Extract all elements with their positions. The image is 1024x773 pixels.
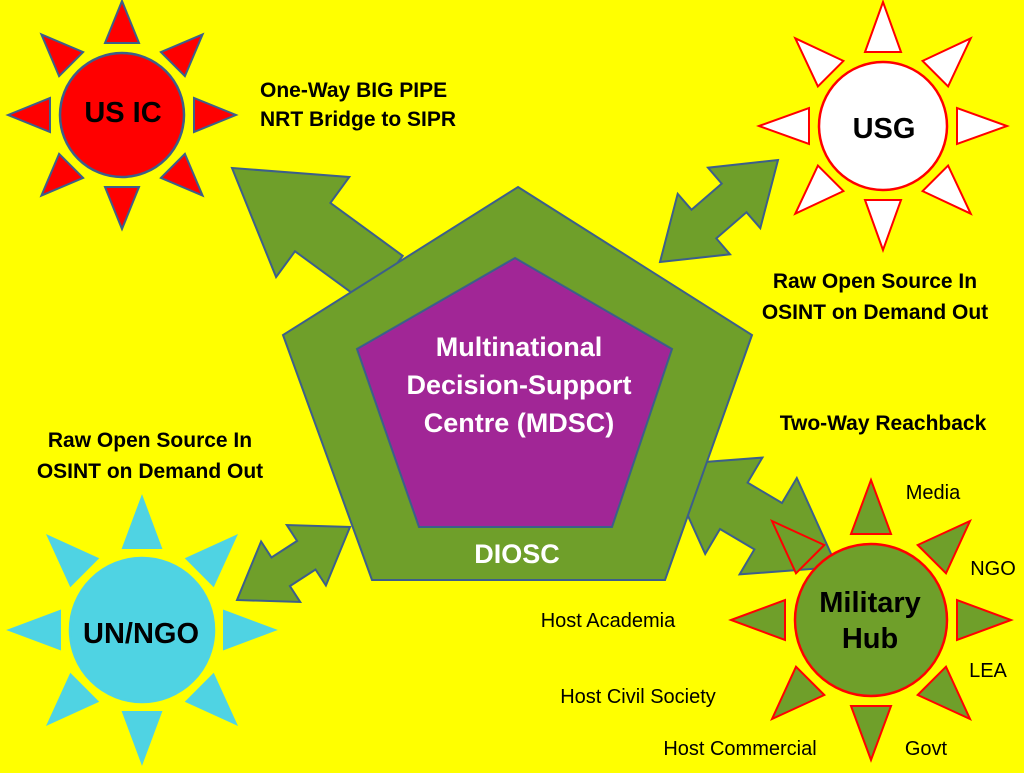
sun-us-ic-ray: [39, 152, 85, 198]
sun-us-ic-ray: [103, 0, 141, 44]
sun-us-ic-ray: [103, 186, 141, 232]
sun-usg-ray: [756, 106, 810, 146]
sun-un-ngo-ray: [121, 494, 163, 549]
sun-us-ic-ray: [5, 96, 51, 134]
sun-military-hub-ray: [728, 598, 786, 642]
un-ngo-label: UN/NGO: [83, 618, 199, 650]
reachback-label: Two-Way Reachback: [780, 412, 987, 435]
arrow-un-ngo-icon: [235, 523, 352, 604]
sun-usg-ray: [956, 106, 1010, 146]
suns-group: [5, 0, 1014, 766]
sun-military-hub-ray: [769, 518, 827, 576]
sun-usg-icon: [756, 0, 1010, 253]
sun-un-ngo-ray: [184, 533, 239, 588]
usg-label: USG: [853, 113, 916, 145]
sun-un-ngo-icon: [6, 494, 278, 766]
sun-usg-ray: [863, 0, 903, 53]
sun-military-hub-disc: [793, 542, 949, 698]
sun-military-hub-ray: [769, 664, 827, 722]
sun-us-ic-disc: [58, 51, 186, 179]
sun-military-hub-icon: [728, 477, 1014, 763]
ngo-label: NGO: [970, 558, 1016, 580]
sun-us-ic-ray: [159, 32, 205, 78]
govt-label: Govt: [905, 738, 948, 760]
military-hub-label-line-2: Hub: [842, 623, 898, 655]
big-pipe-line-1: One-Way BIG PIPE: [260, 79, 447, 102]
media-label: Media: [906, 482, 961, 504]
right-osint-line-1: Raw Open Source In: [773, 270, 977, 293]
host-academia-label: Host Academia: [541, 610, 676, 632]
sun-military-hub-ray: [849, 477, 893, 535]
sun-usg-disc: [817, 60, 949, 192]
mdsc-title-line-1: Multinational: [436, 332, 602, 362]
sun-military-hub-ray: [915, 518, 973, 576]
sun-usg-ray: [920, 36, 973, 89]
sun-usg-ray: [793, 163, 846, 216]
mdsc-title-line-3: Centre (MDSC): [424, 408, 615, 438]
big-pipe-line-2: NRT Bridge to SIPR: [260, 108, 456, 131]
arrow-usg-icon: [658, 158, 780, 264]
lea-label: LEA: [969, 660, 1007, 682]
sun-un-ngo-ray: [6, 609, 61, 651]
pentagon-inner-icon: [355, 256, 674, 528]
military-hub-label-line-1: Military: [819, 587, 921, 619]
sun-us-ic-ray: [193, 96, 239, 134]
sun-us-ic-ray: [159, 152, 205, 198]
sun-usg-ray: [920, 163, 973, 216]
diosc-label: DIOSC: [474, 539, 560, 569]
left-osint-line-1: Raw Open Source In: [48, 429, 252, 452]
us-ic-label: US IC: [84, 97, 161, 129]
sun-un-ngo-ray: [184, 672, 239, 727]
sun-usg-ray: [793, 36, 846, 89]
sun-us-ic-ray: [39, 32, 85, 78]
host-commercial-label: Host Commercial: [663, 738, 816, 760]
sun-un-ngo-ray: [121, 711, 163, 766]
sun-un-ngo-ray: [45, 533, 100, 588]
right-osint-line-2: OSINT on Demand Out: [762, 301, 988, 324]
sun-military-hub-ray: [849, 705, 893, 763]
left-osint-line-2: OSINT on Demand Out: [37, 460, 263, 483]
sun-us-ic-icon: [5, 0, 239, 232]
sun-military-hub-ray: [915, 664, 973, 722]
mdsc-title-line-2: Decision-Support: [406, 370, 631, 400]
sun-usg-ray: [863, 199, 903, 253]
sun-un-ngo-disc: [68, 556, 216, 704]
host-civil-society-label: Host Civil Society: [560, 686, 716, 708]
sun-un-ngo-ray: [45, 672, 100, 727]
sun-military-hub-ray: [956, 598, 1014, 642]
sun-un-ngo-ray: [223, 609, 278, 651]
